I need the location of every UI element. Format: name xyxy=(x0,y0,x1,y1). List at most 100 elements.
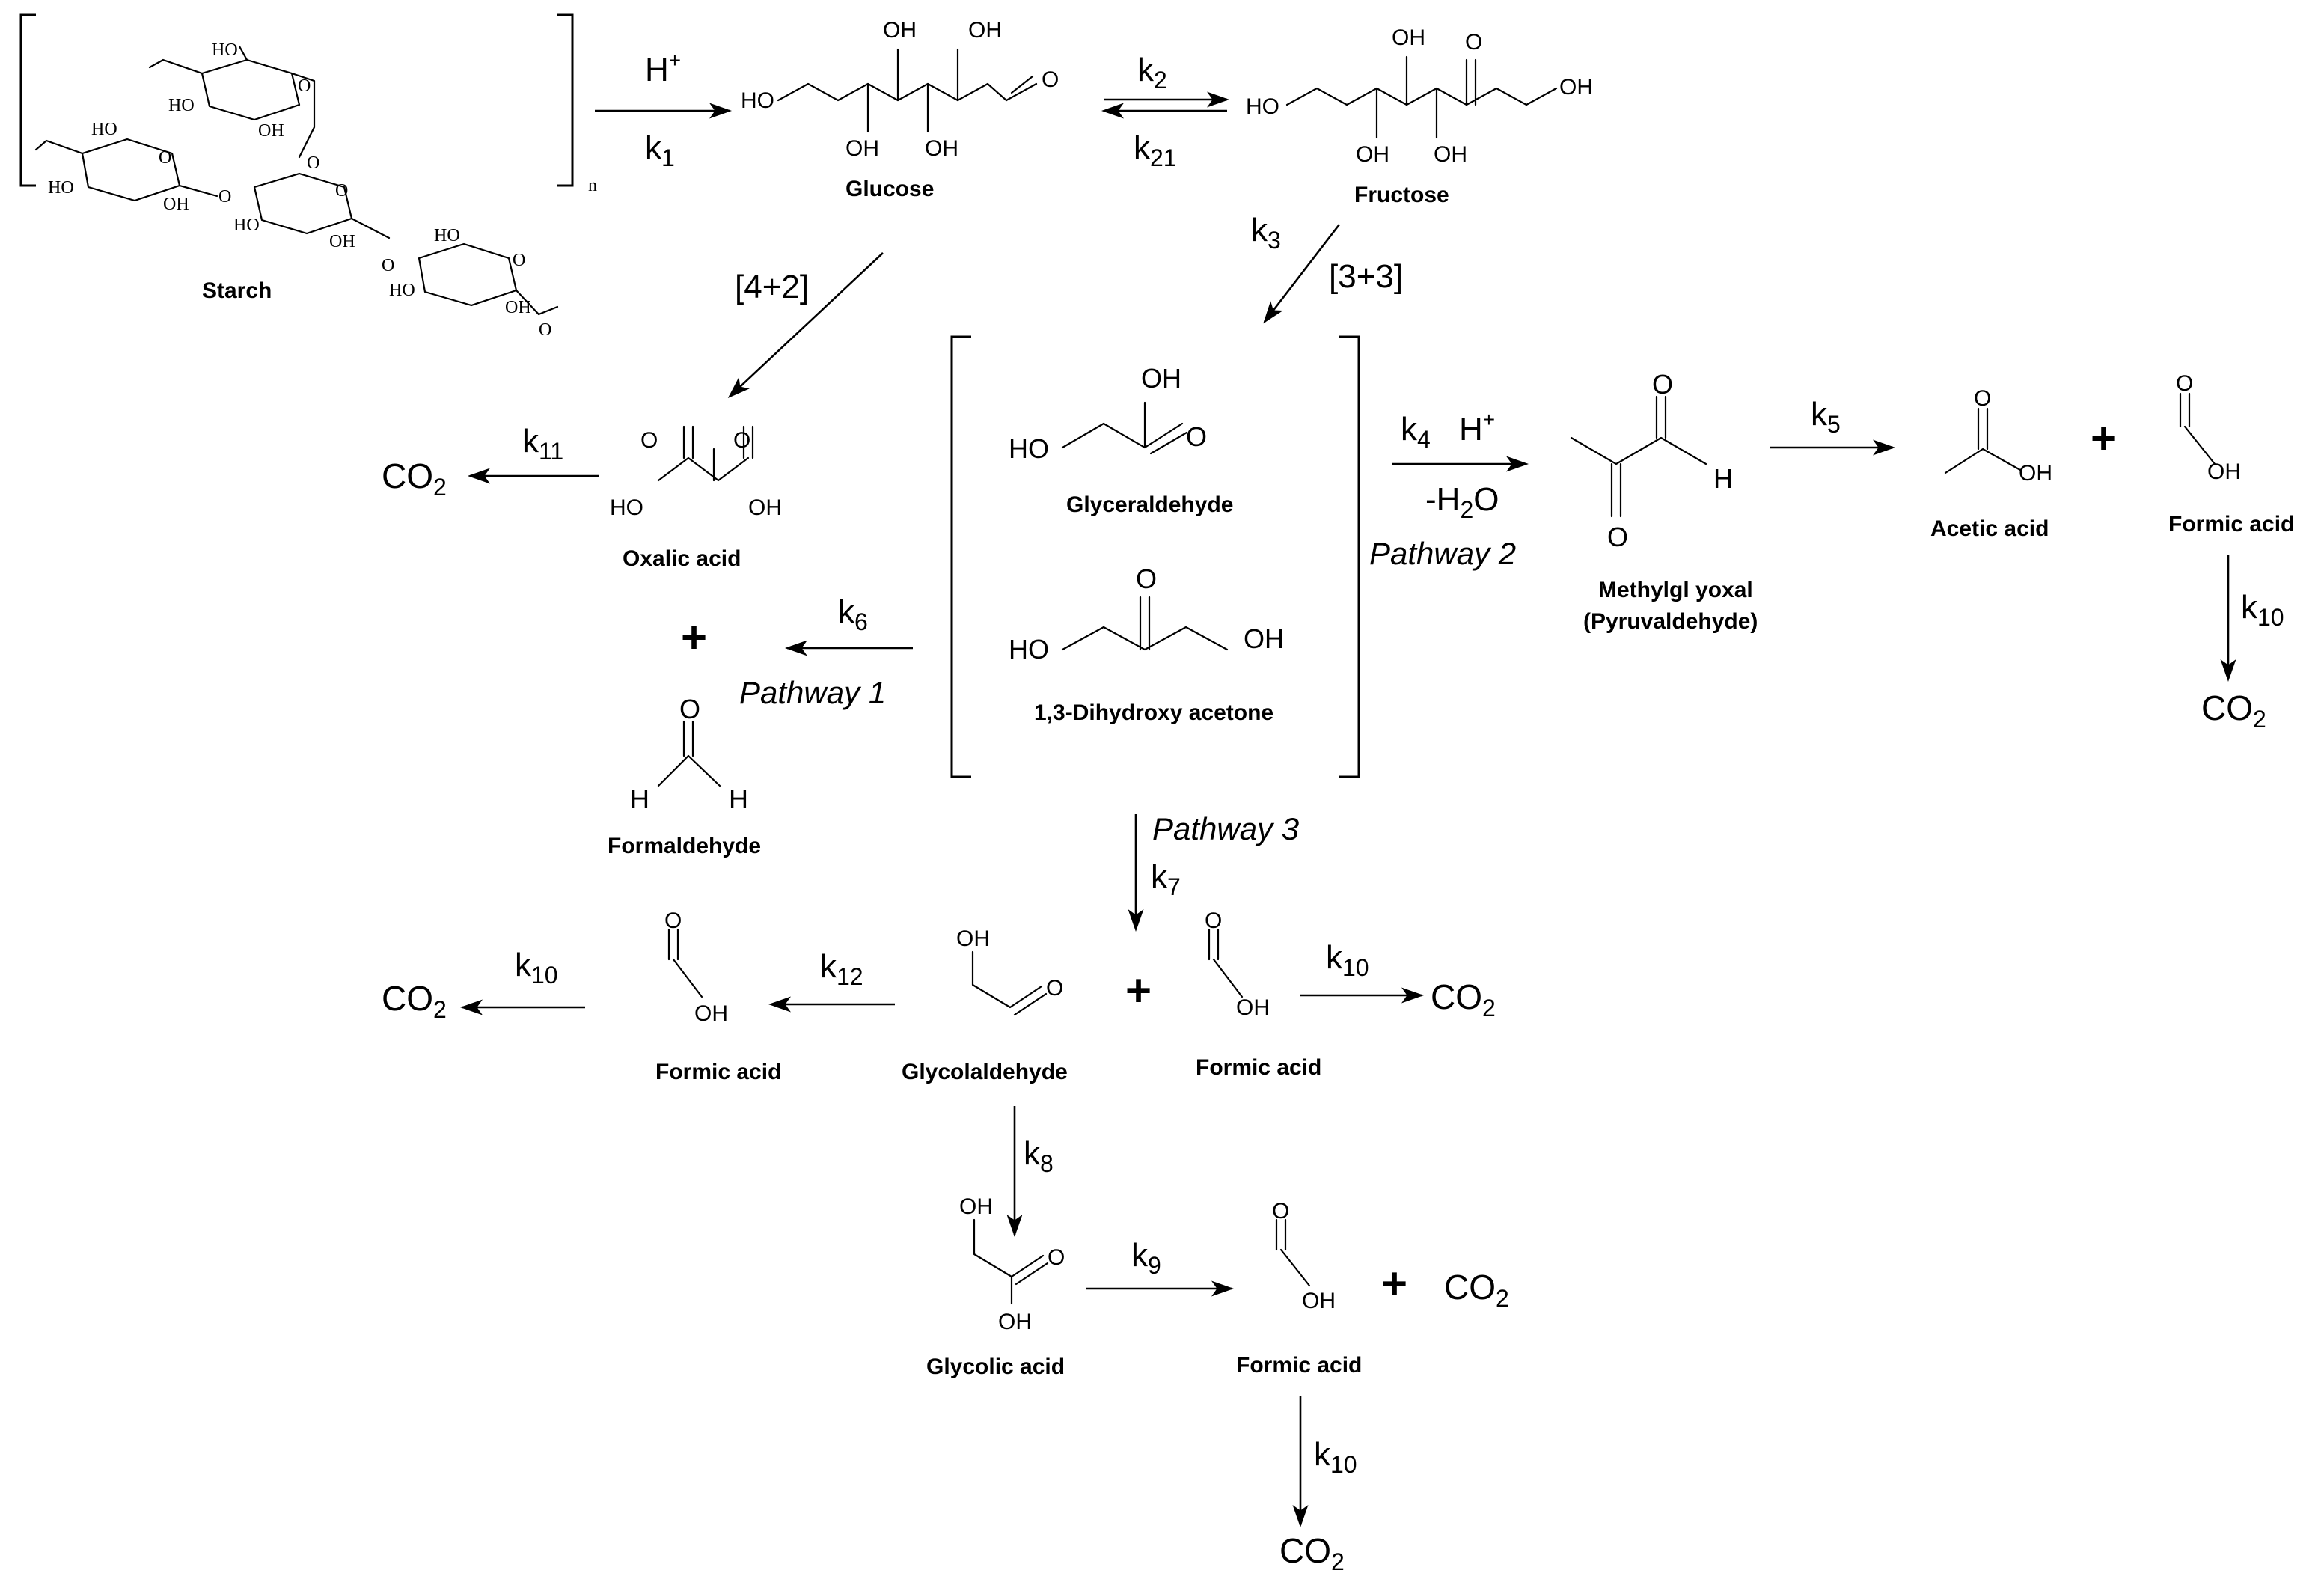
glycolic-acid-oh-top: OH xyxy=(959,1194,993,1219)
fructose-ho: HO xyxy=(1246,94,1279,119)
oxalic-acid-o-2: O xyxy=(733,428,750,453)
starch-ring-4 xyxy=(418,242,518,307)
glycolic-acid-oh-bottom: OH xyxy=(998,1310,1032,1334)
methylglyoxal-o-bottom: O xyxy=(1607,522,1628,552)
formic-acid-2-oh: OH xyxy=(1236,995,1270,1020)
glucose-oh-4: OH xyxy=(925,136,958,161)
formic-acid-2-bond xyxy=(1212,958,1244,998)
glycolic-acid-bond xyxy=(1015,1262,1049,1286)
formic-acid-label-3: Formic acid xyxy=(655,1060,781,1084)
formic-acid-3-o: O xyxy=(664,908,682,933)
k10-label-1: k10 xyxy=(2241,589,2284,631)
pathway-1-label: Pathway 1 xyxy=(739,675,886,710)
glycolic-acid-o: O xyxy=(1048,1245,1065,1270)
polymer-n-label: n xyxy=(588,176,597,195)
formaldehyde-h-2: H xyxy=(729,784,748,814)
glucose-oh-2: OH xyxy=(968,18,1002,43)
acetic-acid-chain xyxy=(1944,448,2022,474)
fructose-o: O xyxy=(1465,30,1482,55)
starch-bond xyxy=(148,58,204,75)
formaldehyde-structure: O H H Formaldehyde xyxy=(608,694,761,858)
starch-o-link2: O xyxy=(218,187,231,207)
co2-2: CO2 xyxy=(382,456,447,501)
starch-o-end: O xyxy=(539,320,551,340)
acetic-acid-label: Acetic acid xyxy=(1930,516,2049,541)
starch-o-ring3: O xyxy=(335,181,348,201)
co2-4: CO2 xyxy=(382,979,447,1023)
acid-h-label-1: H+ xyxy=(645,49,681,88)
plus-acetic-formic: + xyxy=(2091,413,2117,463)
acetic-acid-oh: OH xyxy=(2019,461,2052,486)
formic-acid-4-oh: OH xyxy=(1302,1289,1336,1313)
glycolic-acid-chain xyxy=(973,1218,1045,1278)
methylglyoxal-o-top: O xyxy=(1652,369,1673,400)
fructose-chain xyxy=(1285,87,1558,106)
glyceraldehyde-oh: OH xyxy=(1141,363,1181,394)
glycolic-acid-structure: OH O OH Glycolic acid xyxy=(926,1194,1065,1379)
starch-oh-1: OH xyxy=(258,121,284,141)
formaldehyde-bond xyxy=(687,754,721,787)
formic-acid-label-4: Formic acid xyxy=(1236,1353,1362,1378)
glycolaldehyde-structure: OH O Glycolaldehyde xyxy=(902,926,1068,1084)
k6-label: k6 xyxy=(838,593,868,635)
starch-ho-2: HO xyxy=(168,96,195,115)
methylglyoxal-structure: O H O Methylgl yoxal (Pyruvaldehyde) xyxy=(1570,369,1758,634)
k10-label-2: k10 xyxy=(1326,939,1369,981)
oxalic-acid-ho: HO xyxy=(610,495,643,520)
formaldehyde-label: Formaldehyde xyxy=(608,834,761,858)
glycolaldehyde-chain xyxy=(971,950,1043,1009)
starch-left-bracket xyxy=(19,13,36,187)
starch-o-ring4: O xyxy=(513,251,525,270)
formic-acid-1-o: O xyxy=(2176,371,2193,396)
formic-acid-3-bond xyxy=(672,958,703,998)
k9-label: k9 xyxy=(1131,1237,1161,1279)
formic-acid-4-o: O xyxy=(1272,1199,1289,1224)
dihydroxyacetone-label: 1,3-Dihydroxy acetone xyxy=(1034,700,1273,725)
starch-oh-2: OH xyxy=(163,195,189,214)
starch-ring-1 xyxy=(201,58,301,121)
formic-acid-label-1: Formic acid xyxy=(2168,512,2294,537)
k1-label: k1 xyxy=(645,129,675,171)
starch-bond xyxy=(34,139,84,155)
glyceraldehyde-o: O xyxy=(1186,421,1207,452)
k21-label: k21 xyxy=(1134,129,1177,171)
starch-structure: n HO HO OH O O HO HO OH O O HO OH O O HO… xyxy=(19,13,597,340)
oxalic-acid-oh: OH xyxy=(748,495,782,520)
triose-left-bracket xyxy=(950,335,971,778)
oxalic-acid-structure: O O HO OH Oxalic acid xyxy=(610,425,782,571)
glucose-aldehyde-bond xyxy=(1005,82,1038,102)
arrow-fructose-trioses xyxy=(1263,224,1341,324)
glycolaldehyde-bond xyxy=(1013,992,1048,1016)
co2-5: CO2 xyxy=(1444,1268,1509,1312)
triose-right-bracket xyxy=(1339,335,1360,778)
acid-h-label-2: H+ xyxy=(1459,408,1495,448)
glucose-oh-1: OH xyxy=(883,18,917,43)
k4-label: k4 xyxy=(1401,411,1431,453)
formic-acid-label-2: Formic acid xyxy=(1196,1055,1321,1080)
starch-o-ring1: O xyxy=(298,76,311,96)
glucose-oh-3: OH xyxy=(845,136,879,161)
starch-oh-4: OH xyxy=(505,298,531,317)
dihydroxyacetone-structure: HO O OH 1,3-Dihydroxy acetone xyxy=(1009,564,1284,725)
formaldehyde-h-1: H xyxy=(630,784,649,814)
starch-bond xyxy=(290,72,316,159)
methylglyoxal-h: H xyxy=(1713,463,1733,494)
cyclo-42-label: [4+2] xyxy=(735,269,809,305)
glycolaldehyde-label: Glycolaldehyde xyxy=(902,1060,1068,1084)
k2-label: k2 xyxy=(1137,52,1167,94)
formic-acid-structure-3: O OH Formic acid xyxy=(655,908,781,1084)
co2-3: CO2 xyxy=(1431,977,1496,1021)
starch-ho-1: HO xyxy=(212,40,238,60)
formic-acid-2-o: O xyxy=(1205,908,1222,933)
glyceraldehyde-structure: HO OH O Glyceraldehyde xyxy=(1009,363,1233,517)
starch-oh-3: OH xyxy=(329,232,355,251)
glycolaldehyde-o: O xyxy=(1046,976,1063,1001)
formic-acid-4-bond xyxy=(1279,1248,1311,1287)
plus-formic-co2: + xyxy=(1381,1259,1407,1309)
formic-acid-structure-4: O OH Formic acid xyxy=(1236,1199,1362,1378)
formic-acid-1-oh: OH xyxy=(2207,459,2241,484)
plus-oxalic-formaldehyde: + xyxy=(681,612,707,662)
k3-label: k3 xyxy=(1251,212,1281,254)
glyceraldehyde-ho: HO xyxy=(1009,433,1049,464)
